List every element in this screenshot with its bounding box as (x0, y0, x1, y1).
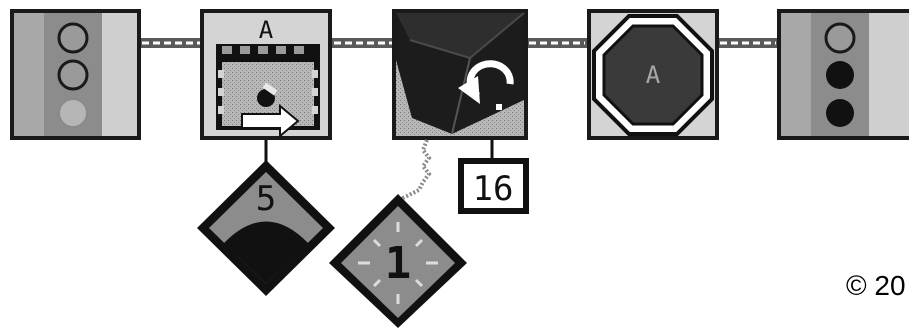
motor-block[interactable]: A (200, 9, 332, 140)
motor-rotate-right-icon (216, 44, 320, 136)
rotation-count-parameter[interactable]: 16 (458, 158, 529, 214)
stop-block[interactable]: A (587, 9, 719, 140)
copyright-text: © 20 (846, 270, 906, 302)
power-value: 5 (256, 179, 276, 219)
connector-3 (527, 38, 587, 48)
sensor-port-parameter[interactable]: 1 (329, 194, 467, 328)
end-light-block[interactable] (777, 9, 909, 140)
connector-2 (332, 38, 394, 48)
connector-4 (718, 38, 778, 48)
sensor-port-value: 1 (385, 238, 412, 289)
traffic-light-bottom-lit-icon (826, 24, 854, 127)
rotation-sensor-block[interactable] (392, 9, 528, 140)
stop-port-label: A (646, 61, 661, 89)
start-light-block[interactable] (10, 9, 141, 140)
sensor-lead (399, 140, 429, 204)
rotation-count-value: 16 (473, 169, 514, 209)
power-parameter[interactable]: 5 (197, 160, 335, 296)
traffic-light-top-lit-icon (59, 24, 87, 127)
motor-port-label: A (259, 16, 274, 44)
connector-1 (140, 38, 202, 48)
